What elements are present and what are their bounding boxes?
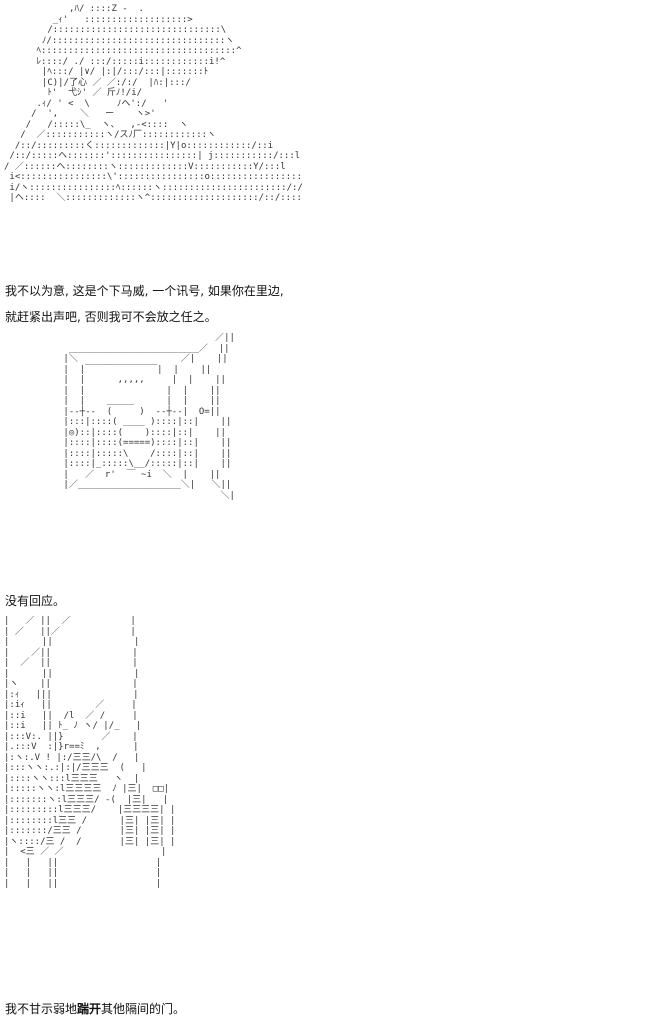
ascii-art-kicked-door: | ／ || ／ | | ／ ||／ | | || | | ／|| | | ／ … (4, 616, 176, 889)
narration-line-4-start: 我不甘示弱地 (5, 1002, 78, 1016)
narration-line-4: 我不甘示弱地踹开其他隔间的门。 (5, 1001, 185, 1017)
ascii-art-figure: ,ﾊ/ ::::Z - . _ｨ' :::::::::::::::::::> /… (4, 4, 304, 203)
narration-line-2: 就赶紧出声吧, 否则我可不会放之任之。 (5, 310, 217, 324)
narration-line-4-end: 其他隔间的门。 (101, 1002, 186, 1016)
narration-line-3: 没有回应。 (5, 594, 66, 608)
ascii-art-toilet-stall: ／|| ________________________／ || |＼ ／| |… (63, 333, 235, 501)
narration-emphasis: 踹开 (77, 1002, 102, 1016)
narration-line-1: 我不以为意, 这是个下马威, 一个讯号, 如果你在里边, (5, 284, 284, 298)
